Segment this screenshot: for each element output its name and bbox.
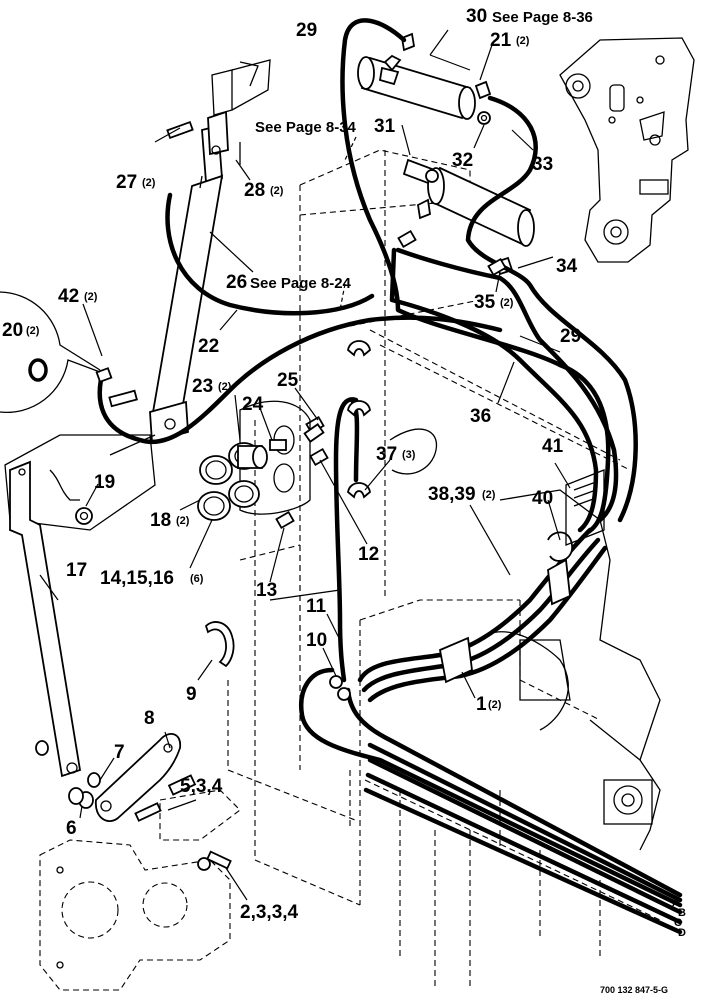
callout-17: 17 — [66, 560, 87, 581]
callout-22: 22 — [198, 336, 219, 357]
callout-11: 11 — [306, 596, 327, 617]
callout-8: 8 — [144, 708, 155, 729]
callout-37-qty: (3) — [402, 449, 416, 461]
callout-30-note: See Page 8-36 — [492, 9, 593, 26]
callout-5-3-4: 5,3,4 — [180, 776, 223, 797]
lower-cylinder — [402, 158, 535, 276]
upper-cylinder — [357, 32, 492, 125]
callout-27-qty: (2) — [142, 177, 156, 189]
hose-network — [95, 18, 683, 935]
callout-2-3-3-4: 2,3,3,4 — [240, 902, 299, 923]
callout-21: 21 — [490, 30, 512, 51]
bulkhead-area — [197, 400, 325, 521]
callout-42: 42 — [58, 286, 79, 307]
clamp-37-top — [347, 340, 371, 357]
callout-35-qty: (2) — [500, 297, 514, 309]
lever-arm — [35, 733, 232, 871]
hose-letter-a: A — [672, 897, 680, 909]
hose-letter-d: D — [678, 927, 686, 939]
lower-bracket — [39, 789, 241, 991]
callout-35: 35 — [474, 292, 496, 313]
callout-1: 1 — [476, 694, 487, 715]
callout-23: 23 — [192, 376, 213, 397]
callout-37: 37 — [376, 444, 397, 465]
hose-letter-c: C — [674, 917, 682, 929]
callout-42-qty: (2) — [84, 291, 98, 303]
callout-13: 13 — [256, 580, 277, 601]
detail-circle — [0, 291, 101, 414]
callout-30: 30 — [466, 6, 487, 27]
mounting-plate — [559, 37, 695, 263]
callout-1-qty: (2) — [488, 699, 502, 711]
callout-labels: 30 See Page 8-36 29 21 (2) See Page 8-34… — [2, 6, 593, 923]
callout-34: 34 — [556, 256, 578, 277]
callout-20-qty: (2) — [26, 325, 40, 337]
callout-20: 20 — [2, 320, 23, 341]
callout-23-qty: (2) — [218, 381, 232, 393]
callout-14-15-16-qty: (6) — [190, 573, 204, 585]
o-ring-20 — [28, 358, 48, 382]
callout-38-39-qty: (2) — [482, 489, 496, 501]
callout-10: 10 — [306, 630, 327, 651]
callout-31: 31 — [374, 116, 396, 137]
hose-clamp — [438, 531, 573, 684]
callout-12: 12 — [358, 544, 379, 565]
callout-40: 40 — [532, 488, 553, 509]
callout-6: 6 — [66, 818, 77, 839]
callout-27: 27 — [116, 172, 137, 193]
callout-32: 32 — [452, 150, 473, 171]
callout-28: 28 — [244, 180, 265, 201]
callout-26-note: See Page 8-24 — [250, 275, 352, 292]
hose-letter-b: B — [678, 907, 686, 919]
callout-28-qty: (2) — [270, 185, 284, 197]
callout-33: 33 — [532, 154, 553, 175]
hose-clip — [204, 621, 235, 668]
callout-25: 25 — [277, 370, 299, 391]
hose-letters: A B C D — [672, 897, 686, 939]
callout-29-top: 29 — [296, 20, 317, 41]
callout-41: 41 — [542, 436, 564, 457]
callout-18-qty: (2) — [176, 515, 190, 527]
callout-38-39: 38,39 — [428, 484, 476, 505]
figure-code: 700 132 847-5-G — [600, 985, 668, 995]
callout-21-qty: (2) — [516, 35, 530, 47]
callout-7: 7 — [114, 742, 125, 763]
callout-9: 9 — [186, 684, 197, 705]
link-arm — [9, 460, 93, 778]
callout-14-15-16: 14,15,16 — [100, 568, 174, 589]
callout-18: 18 — [150, 510, 171, 531]
clamp-37-mid — [347, 400, 371, 417]
callout-36: 36 — [470, 406, 491, 427]
callout-26: 26 — [226, 272, 247, 293]
clamp-37-low — [347, 482, 371, 499]
callout-19: 19 — [94, 472, 115, 493]
callout-29-right: 29 — [560, 326, 581, 347]
plate-detail — [49, 469, 80, 501]
plate-41 — [565, 469, 605, 546]
callout-24: 24 — [242, 394, 264, 415]
callout-31-note: See Page 8-34 — [255, 119, 357, 136]
leader-lines — [39, 29, 571, 901]
bracket-37 — [389, 428, 438, 475]
